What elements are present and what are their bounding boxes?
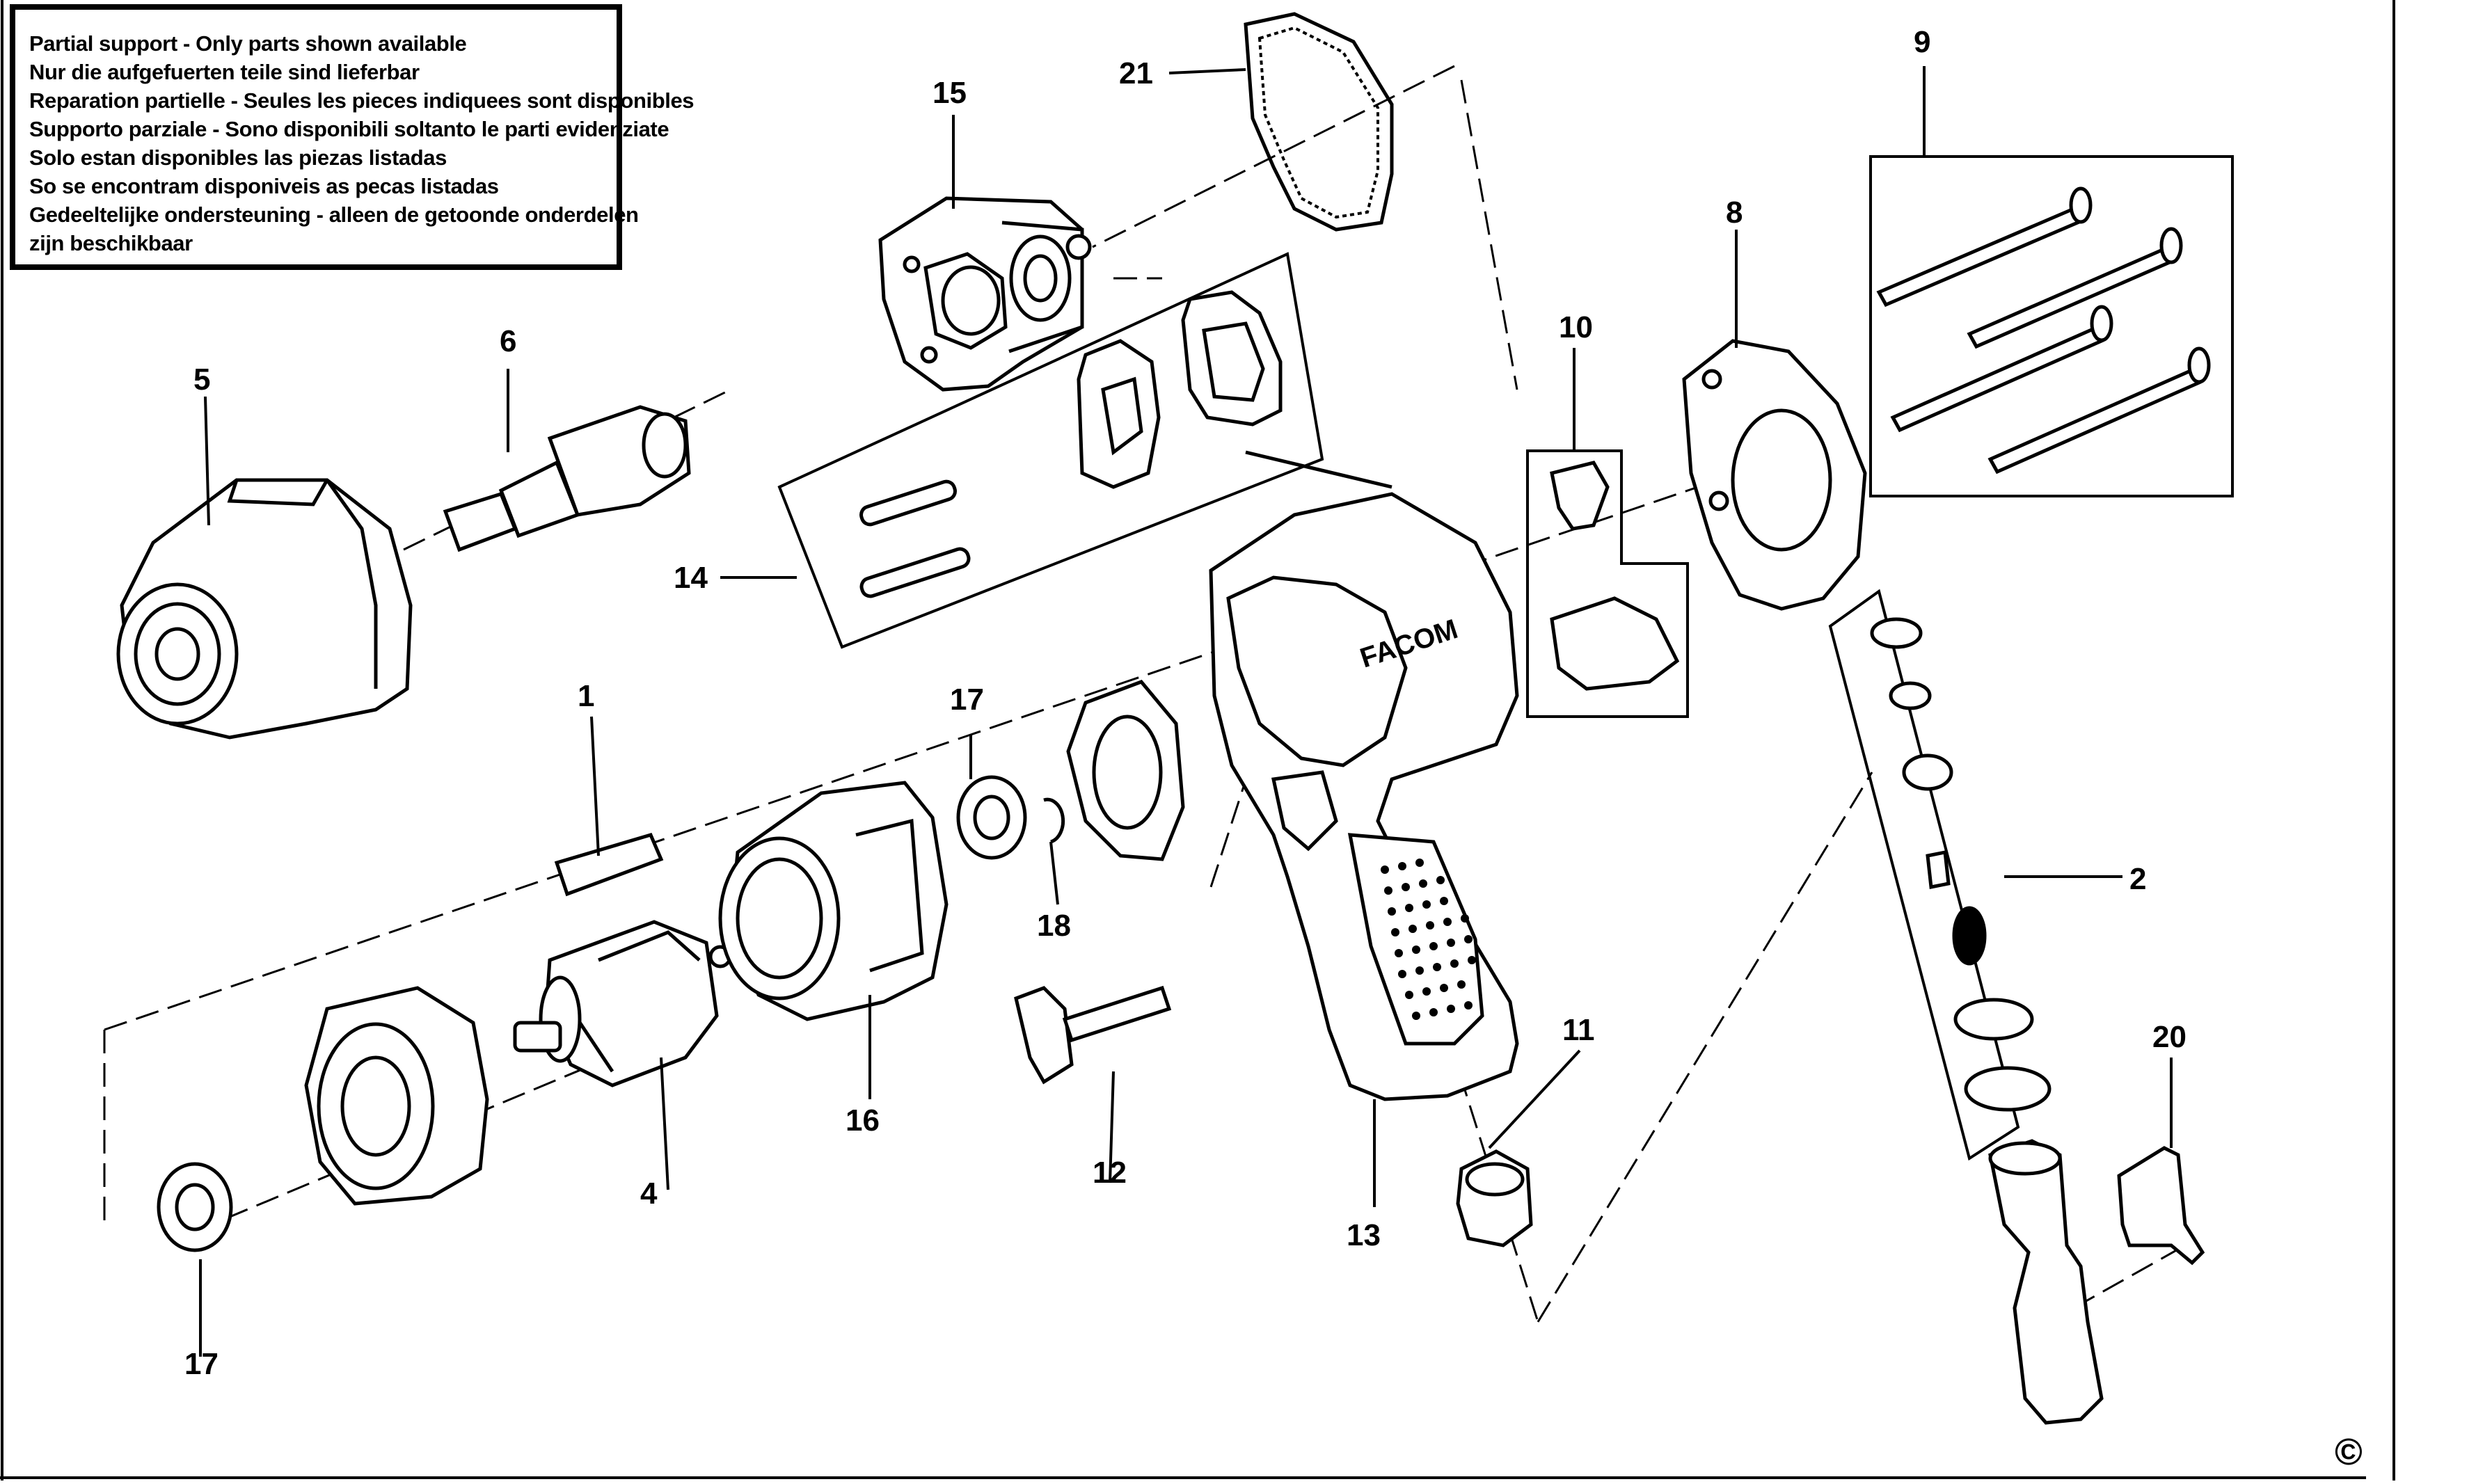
callout-5: 5 [193, 362, 210, 397]
part-14-kit [777, 252, 1324, 649]
partial-support-notice: Partial support - Only parts shown avail… [10, 4, 695, 270]
part-4-rotor [513, 920, 732, 1087]
grip-texture [1381, 859, 1476, 1020]
callout-9: 9 [1914, 25, 1930, 59]
part-8-back-cap [1682, 339, 1867, 611]
callout-20: 20 [2152, 1020, 2187, 1054]
notice-line-fr: Reparation partielle - Seules les pieces… [29, 88, 695, 113]
part-16-cylinder [718, 781, 949, 1021]
part-20-clip [2117, 1146, 2205, 1266]
callout-10: 10 [1559, 310, 1593, 344]
part-10-trigger-kit [1526, 449, 1689, 718]
callout-8: 8 [1726, 196, 1743, 230]
notice-line-de: Nur die aufgefuerten teile sind lieferba… [29, 60, 420, 84]
part-9-bolt-kit [1869, 155, 2234, 497]
part-1-vane [554, 832, 664, 897]
callout-4: 4 [640, 1176, 658, 1211]
rear-plate-ring [304, 986, 489, 1206]
callout-15: 15 [933, 76, 967, 110]
callout-1: 1 [578, 679, 594, 713]
callout-18: 18 [1037, 909, 1071, 943]
callout-labels: 1 2 4 5 6 8 9 10 11 12 13 14 15 16 17 17… [184, 25, 2187, 1381]
part-11-inlet-fitting [1456, 1149, 1533, 1247]
part-6-anvil [443, 405, 691, 552]
callout-21: 21 [1119, 56, 1153, 90]
leader-lines [199, 66, 2173, 1357]
callout-13: 13 [1347, 1218, 1381, 1252]
notice-line-it: Supporto parziale - Sono disponibili sol… [29, 117, 669, 141]
part-21-gasket [1244, 12, 1394, 232]
part-17-bearing-top [956, 775, 1027, 860]
copyright-mark: © [2335, 1431, 2363, 1473]
part-15-hammer-case [878, 196, 1092, 392]
notice-line-nl: Gedeeltelijke ondersteuning - alleen de … [29, 202, 639, 227]
notice-line-nl-cont: zijn beschikbaar [29, 231, 193, 255]
callout-16: 16 [846, 1103, 880, 1138]
part-13-housing [1209, 450, 1519, 1101]
callout-14: 14 [674, 561, 708, 595]
part-18-circlip [1043, 797, 1065, 844]
callout-2: 2 [2129, 862, 2146, 896]
notice-line-es: Solo estan disponibles las piezas listad… [29, 145, 447, 170]
callout-6: 6 [500, 324, 516, 358]
callout-17-bottom: 17 [184, 1347, 219, 1381]
callout-17-top: 17 [950, 683, 984, 717]
notice-line-pt: So se encontram disponiveis as pecas lis… [29, 174, 499, 198]
part-5-front-housing [116, 478, 413, 740]
air-inlet-bushing [1988, 1139, 2104, 1425]
part-17-bearing-bottom [157, 1162, 233, 1252]
callout-11: 11 [1562, 1013, 1595, 1047]
part-12-reverse-valve [1014, 985, 1172, 1085]
rear-gasket [1066, 680, 1185, 861]
part-2-valve-kit [1828, 589, 2052, 1161]
notice-line-en: Partial support - Only parts shown avail… [29, 31, 467, 56]
callout-12: 12 [1093, 1156, 1127, 1190]
